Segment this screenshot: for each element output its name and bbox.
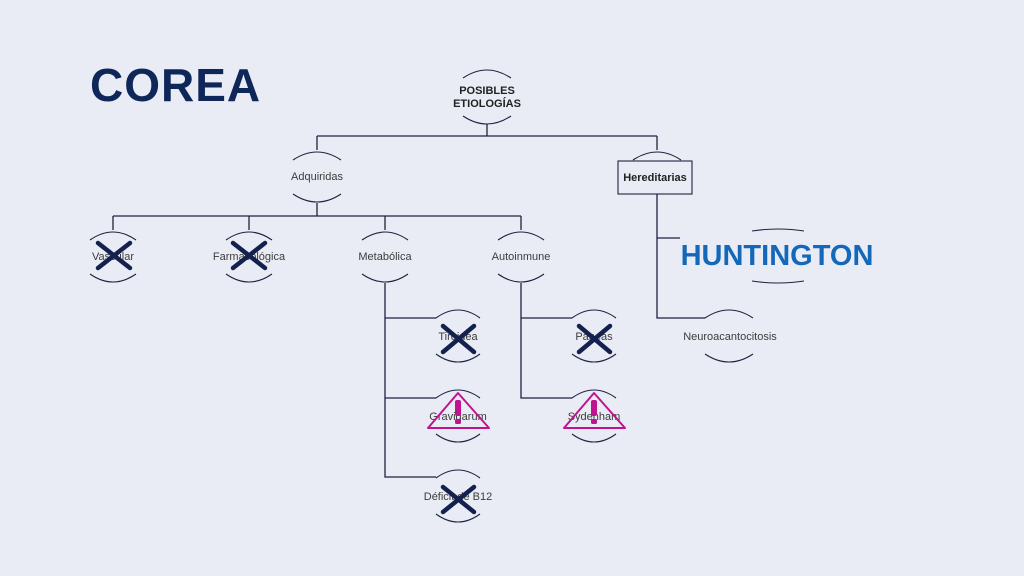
- node-deficit-b12: Déficit de B12: [424, 469, 492, 523]
- slide-title: COREA: [90, 59, 262, 111]
- node-huntington: HUNTINGTON: [681, 228, 874, 284]
- metabolica-label: Metabólica: [358, 251, 412, 263]
- node-neuroacantocitosis: Neuroacantocitosis: [683, 309, 777, 363]
- x-mark-icon: [230, 240, 268, 271]
- node-posibles-etiologias: POSIBLES ETIOLOGÍAS: [453, 69, 521, 125]
- x-mark-icon: [440, 484, 477, 515]
- autoinmune-label: Autoinmune: [492, 251, 551, 263]
- node-paneas: Paneas: [571, 309, 617, 363]
- sydenham-label: Sydenham: [568, 411, 621, 423]
- gravidarum-label: Gravidarum: [429, 411, 486, 423]
- node-gravidarum: Gravidarum: [427, 389, 490, 443]
- node-tiroidea: Tiroidea: [435, 309, 481, 363]
- adquiridas-label: Adquiridas: [291, 171, 343, 183]
- tree-connectors: [112, 124, 705, 478]
- node-sydenham: Sydenham: [563, 389, 626, 443]
- hereditarias-box: [617, 160, 693, 195]
- x-mark-icon: [440, 323, 477, 355]
- huntington-label: HUNTINGTON: [681, 240, 874, 272]
- node-adquiridas: Adquiridas: [291, 151, 343, 203]
- x-mark-icon: [576, 323, 613, 355]
- node-autoinmune: Autoinmune: [492, 231, 551, 283]
- x-mark-icon: [95, 240, 133, 271]
- warning-icon: [427, 392, 490, 429]
- node-farmacologica: Farmacológica: [213, 231, 286, 283]
- node-hereditarias: Hereditarias: [617, 151, 693, 195]
- root-label-line2: ETIOLOGÍAS: [453, 97, 521, 110]
- hereditarias-label: Hereditarias: [623, 172, 687, 184]
- neuroacantocitosis-label: Neuroacantocitosis: [683, 331, 777, 343]
- root-label-line1: POSIBLES: [459, 85, 515, 97]
- node-vascular: Vascular: [89, 231, 137, 283]
- warning-icon: [563, 392, 626, 429]
- node-metabolica: Metabólica: [358, 231, 412, 283]
